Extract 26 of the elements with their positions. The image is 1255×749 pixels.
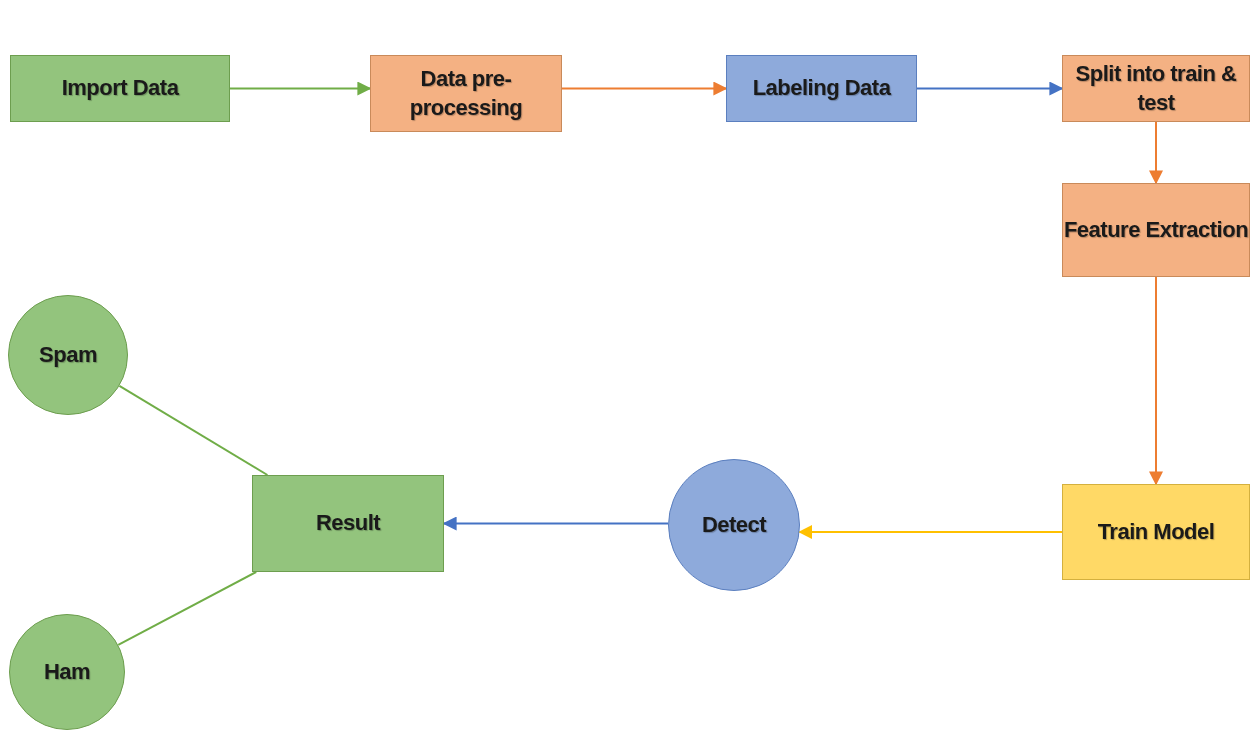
connector-line [117,571,258,646]
process-box [1062,55,1250,122]
arrow [798,525,1063,539]
process-box [1062,183,1250,277]
node-label: Import Data [61,74,179,103]
node-label: Train Model [1097,517,1215,546]
process-box [1062,484,1250,580]
node-label: Split into train & test [1074,59,1238,117]
process-box [252,475,444,572]
node-label: Data pre-processing [408,64,524,122]
node-label: Detect [701,510,767,539]
process-box [726,55,917,122]
connector-line [118,384,269,476]
process-box [370,55,562,132]
arrow [916,81,1064,96]
node-label: Result [315,509,381,538]
node-label: Spam [39,340,97,369]
arrow [229,81,372,96]
arrow [1149,121,1163,185]
arrow [1149,276,1163,486]
node-label: Labeling Data [752,74,891,103]
node-label: Feature Extraction [1063,215,1249,244]
arrow [442,516,669,531]
arrow [561,81,728,96]
process-box [10,55,230,122]
node-label: Ham [43,657,91,686]
